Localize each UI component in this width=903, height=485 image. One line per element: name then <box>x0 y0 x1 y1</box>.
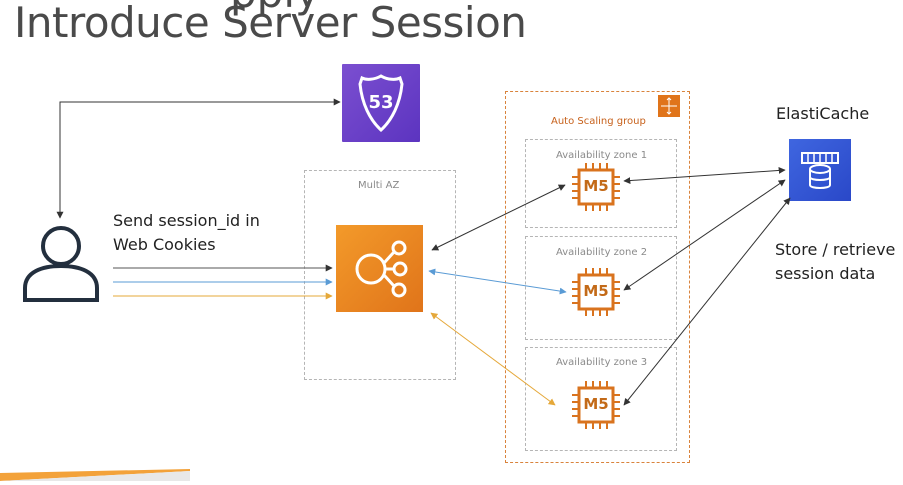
instance-type-label: M5 <box>583 395 609 413</box>
user-icon <box>20 222 102 302</box>
cache-description: Store / retrieve session data <box>775 238 895 286</box>
instance-1-to-cache-arrow <box>623 166 786 185</box>
elasticache-label: ElastiCache <box>776 104 870 123</box>
instance-3-to-cache-arrow <box>623 197 791 406</box>
availability-zone-2-label: Availability zone 2 <box>556 247 648 258</box>
route53-number: 53 <box>368 92 394 113</box>
cache-description-line2: session data <box>775 264 876 283</box>
elasticache-icon <box>789 139 851 201</box>
instance-type-label: M5 <box>583 177 609 195</box>
route53-to-user-arrow <box>56 98 341 219</box>
multi-az-label: Multi AZ <box>358 180 400 191</box>
ec2-instance-icon: M5 <box>569 265 623 319</box>
elb-to-instance-3-arrow <box>430 312 556 406</box>
instance-type-label: M5 <box>583 282 609 300</box>
elb-to-instance-1-arrow <box>431 184 566 251</box>
previous-title-fragment: pply <box>230 0 320 17</box>
cache-description-line1: Store / retrieve <box>775 240 896 259</box>
page-title: Introduce Server Session <box>14 0 527 47</box>
load-balancer-icon <box>336 225 423 312</box>
route53-icon: 53 <box>342 64 420 142</box>
availability-zone-3-label: Availability zone 3 <box>556 357 648 368</box>
footer-stripe <box>0 466 190 481</box>
availability-zone-1-label: Availability zone 1 <box>556 150 648 161</box>
session-cookie-line2: Web Cookies <box>113 235 216 254</box>
auto-scaling-icon <box>657 94 681 118</box>
elb-to-instance-2-arrow <box>428 268 567 295</box>
ec2-instance-icon: M5 <box>569 378 623 432</box>
auto-scaling-group-label: Auto Scaling group <box>551 116 646 127</box>
ec2-instance-icon: M5 <box>569 160 623 214</box>
